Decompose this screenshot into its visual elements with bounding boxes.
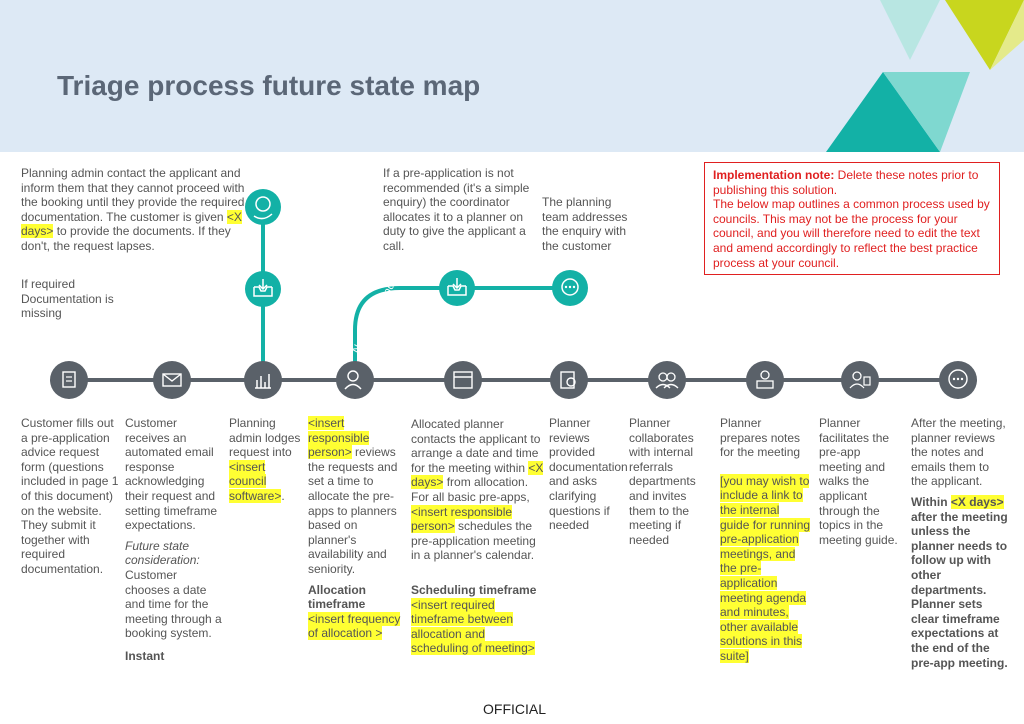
person-icon [336,361,374,399]
step-4-allocation-label: Allocation timeframe [308,582,367,612]
teal-triangle [826,72,940,152]
step-5-scheduling-value: <insert required timeframe between alloc… [411,597,535,656]
step-5-scheduling-label: Scheduling timeframe [411,582,537,597]
step-3-end: . [281,488,285,503]
step-9-text: Planner facilitates the pre-app meeting … [819,416,898,547]
envelope-icon [153,361,191,399]
inbox-icon [245,271,281,307]
hand-question-icon [245,189,281,225]
step-8-text: Planner prepares notes for the meeting [… [720,416,812,664]
step-3-highlight: <insert council software> [229,459,282,503]
admin-note-text-2: to provide the documents. If they don't,… [21,224,231,253]
not-recommended-branch-line [353,286,570,380]
step-4-main: reviews the requests and set a time to a… [308,445,398,576]
branch-inbox-icon [439,270,475,306]
step-10-within-2: after the meeting unless the planner nee… [911,509,1008,670]
pre-app-note: If a pre-application is not recommended … [383,166,530,253]
lime-triangle [945,0,1024,70]
person-board-icon [841,361,879,399]
admin-note-text-1: Planning admin contact the applicant and… [21,166,245,224]
step-2-future-label: Future state consideration: [125,538,200,568]
step-5-main-2: from allocation. For all basic pre-apps, [411,475,530,504]
people-icon [648,361,686,399]
decorative-triangles [826,0,1024,152]
step-2-instant: Instant [125,648,165,663]
step-2-text: Customer receives an automated email res… [125,416,223,664]
step-1-text: Customer fills out a pre-application adv… [21,416,119,576]
planning-team-note: The planning team addresses the enquiry … [542,195,628,253]
step-10-main: After the meeting, planner reviews the n… [911,416,1006,489]
official-marking: OFFICIAL [483,701,547,717]
chart-icon [244,361,282,399]
step-8-highlight: [you may wish to include a link to the i… [720,473,811,663]
branch-speech-bubble-icon [552,270,588,306]
step-5-main-3: schedules the pre-application meeting in… [411,519,536,563]
step-7-text: Planner collaborates with internal refer… [629,416,696,547]
step-8-main: Planner prepares notes for the meeting [720,416,801,460]
step-3-text: Planning admin lodges request into <inse… [229,416,301,504]
pale-teal-triangle [880,0,940,60]
step-5-text: Allocated planner contacts the applicant… [411,417,545,656]
implementation-note-line2: The below map outlines a common process … [713,197,990,270]
step-10-text: After the meeting, planner reviews the n… [911,416,1009,670]
implementation-note: Implementation note: Delete these notes … [704,162,1000,275]
step-10-highlight: <X days> [950,494,1004,509]
presenter-icon [746,361,784,399]
step-5-main: Allocated planner contacts the applicant… [411,417,541,475]
step-3-main: Planning admin lodges request into [229,416,301,460]
implementation-note-line1: Delete these notes prior to publishing t… [713,168,979,197]
step-4-text: <insert responsible person> reviews the … [308,416,404,641]
calendar-icon [444,361,482,399]
if-required-note: If required Documentation is missing [21,277,114,321]
step-2-main: Customer receives an automated email res… [125,416,218,533]
light-teal-triangle [883,72,970,152]
document-search-icon [550,361,588,399]
page-title: Triage process future state map [57,70,481,101]
step-10-within: Within <X days> after the meeting unless… [911,494,1009,670]
step-6-text: Planner reviews provided documentation a… [549,416,628,533]
speech-bubble-icon [939,361,977,399]
step-2-future-text: Customer chooses a date and time for the… [125,567,222,641]
pale-lime-triangle [990,0,1024,70]
implementation-note-label: Implementation note: [713,168,835,182]
admin-contact-note: Planning admin contact the applicant and… [21,166,247,254]
step-4-allocation-value: <insert frequency of allocation > [308,611,401,641]
clipboard-icon [50,361,88,399]
step-10-within-1: Within [911,494,951,509]
